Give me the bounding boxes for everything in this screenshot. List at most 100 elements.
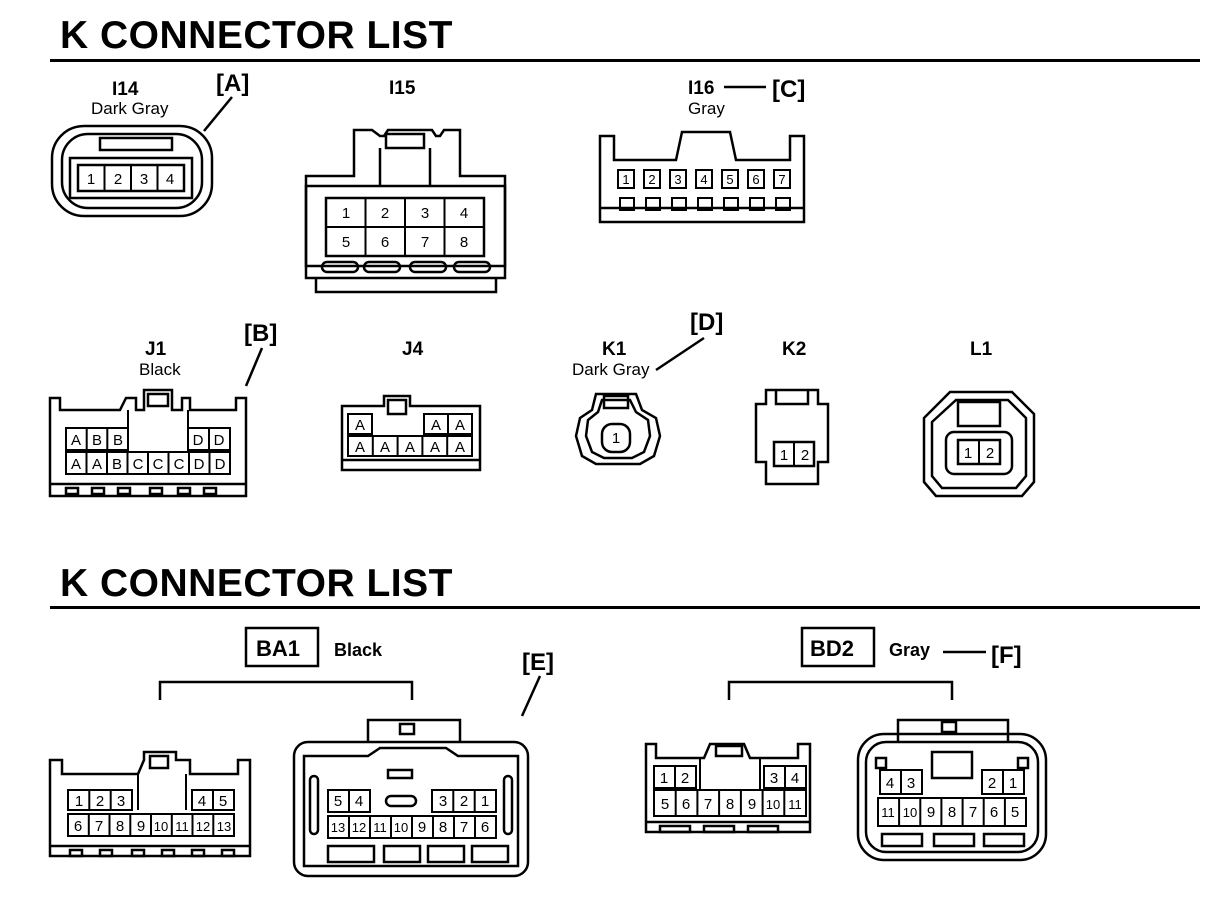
latch-j4 xyxy=(386,398,408,416)
callout-b: [B] xyxy=(244,320,277,347)
connector-name-k2: K2 xyxy=(782,339,806,360)
pin-label: 1 xyxy=(1009,775,1017,792)
bd2-label-box xyxy=(800,626,876,668)
pin-label: 4 xyxy=(700,172,707,187)
pin-label: A xyxy=(71,432,81,449)
pin-label: A xyxy=(92,456,102,473)
pin-label: 2 xyxy=(381,205,389,222)
pin-label: 7 xyxy=(704,796,712,813)
face-i15 xyxy=(304,184,507,268)
pin-label: 2 xyxy=(96,793,104,810)
pin-label: 9 xyxy=(418,819,426,836)
connector-k1: K1 Dark Gray [D] 1 xyxy=(572,309,723,466)
housing-inner-i14 xyxy=(60,132,204,210)
pin-label: B xyxy=(92,432,102,449)
pin-label: A xyxy=(455,417,465,434)
callout-a-leader xyxy=(203,96,233,132)
connector-color-ba1: Black xyxy=(334,640,383,660)
callout-e-leader xyxy=(520,675,542,717)
pin-label: 4 xyxy=(791,770,799,787)
pin-label: D xyxy=(215,456,226,473)
section-title-top: K CONNECTOR LIST xyxy=(60,14,453,57)
pin-label: 11 xyxy=(788,797,802,812)
pin-label: 7 xyxy=(421,234,429,251)
callout-f: [F] xyxy=(991,642,1022,669)
callout-a: [A] xyxy=(216,70,249,97)
pin-label: 7 xyxy=(969,804,977,821)
bd2-housing-right xyxy=(856,732,1048,862)
pin-label: A xyxy=(430,439,440,456)
bd2-housing-left xyxy=(644,742,812,834)
connector-name-i14: I14 xyxy=(112,79,139,100)
pin-label: D xyxy=(193,432,204,449)
housing-j4 xyxy=(340,394,482,472)
callout-d-leader xyxy=(655,336,705,372)
pin-label: 1 xyxy=(612,430,620,447)
pin-label: A xyxy=(355,417,365,434)
ba1-housing-right xyxy=(292,740,530,878)
pin-label: 1 xyxy=(481,793,489,810)
pin-label: 1 xyxy=(660,770,668,787)
pin-label: 6 xyxy=(481,819,489,836)
housing-i14 xyxy=(50,124,214,218)
housing-k1 xyxy=(574,392,662,466)
pin-label: 10 xyxy=(394,820,408,835)
pin-label: 11 xyxy=(373,820,387,835)
connector-name-j1: J1 xyxy=(145,339,167,360)
callout-e: [E] xyxy=(522,649,554,676)
pin-label: 13 xyxy=(217,819,231,834)
pin-label: 2 xyxy=(988,775,996,792)
pin-label: 8 xyxy=(460,234,468,251)
pin-label: 5 xyxy=(334,793,342,810)
connector-name-j4: J4 xyxy=(402,339,424,360)
pin-label: 6 xyxy=(74,818,82,835)
pin-label: 1 xyxy=(780,447,788,464)
pin-label: 7 xyxy=(460,819,468,836)
pin-label: 9 xyxy=(137,818,145,835)
connector-l1: L1 1 2 xyxy=(922,339,1036,498)
pin-label: 3 xyxy=(117,793,125,810)
pin-label: 6 xyxy=(381,234,389,251)
section-rule-bottom xyxy=(50,606,1200,609)
pin-label: 1 xyxy=(622,172,629,187)
pin-label: A xyxy=(431,417,441,434)
pin-label: D xyxy=(214,432,225,449)
pin-label: 5 xyxy=(342,234,350,251)
section-rule-top xyxy=(50,59,1200,62)
pin-label: 2 xyxy=(648,172,655,187)
pin-label: 4 xyxy=(198,793,206,810)
pin-label: 1 xyxy=(964,445,972,462)
pin-label: 4 xyxy=(355,793,363,810)
pin-label: 2 xyxy=(681,770,689,787)
pin-label: 3 xyxy=(674,172,681,187)
pin-label: A xyxy=(380,439,390,456)
connector-name-l1: L1 xyxy=(970,339,993,360)
pin-label: B xyxy=(113,432,123,449)
pin-label: 6 xyxy=(682,796,690,813)
connector-color-bd2: Gray xyxy=(889,640,930,660)
ba1-bracket xyxy=(158,680,414,700)
pin-label: 3 xyxy=(421,205,429,222)
pin-label: 2 xyxy=(986,445,994,462)
housing-j1 xyxy=(48,388,248,498)
pin-label: 8 xyxy=(726,796,734,813)
connector-j1: J1 Black [B] A B B D D A A B C C C D D xyxy=(48,320,277,498)
pin-label: D xyxy=(194,456,205,473)
pin-label: 10 xyxy=(766,797,780,812)
pin-label: 7 xyxy=(95,818,103,835)
callout-c: [C] xyxy=(772,76,805,103)
pin-label: B xyxy=(112,456,122,473)
pin-label: 4 xyxy=(460,205,468,222)
pin-label: 4 xyxy=(886,775,894,792)
pin-label: 1 xyxy=(342,205,350,222)
pin-label: 4 xyxy=(166,171,174,188)
pin-label: C xyxy=(153,456,164,473)
bd2-bracket xyxy=(727,680,954,700)
pin-label: C xyxy=(133,456,144,473)
connector-j4: J4 A A A A A A A A xyxy=(340,339,482,472)
connector-k2: K2 1 2 xyxy=(754,339,830,486)
pin-label: 2 xyxy=(801,447,809,464)
connector-name-i15: I15 xyxy=(389,78,416,99)
pin-label: 2 xyxy=(460,793,468,810)
pin-label: 8 xyxy=(948,804,956,821)
